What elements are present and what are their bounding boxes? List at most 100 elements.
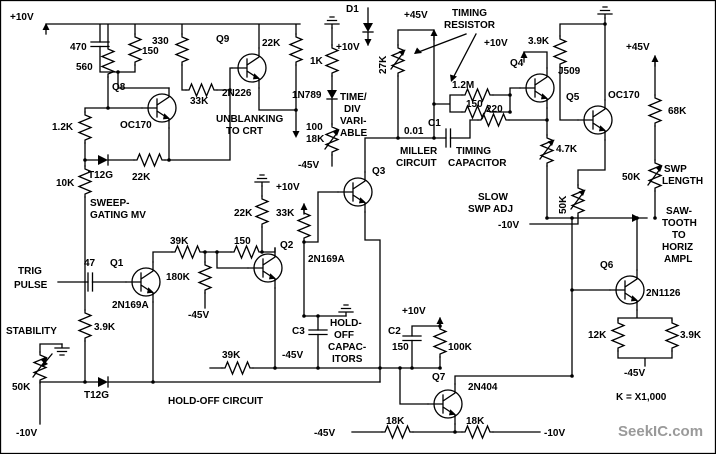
capacitor-47-icon — [87, 272, 94, 292]
label-holdoff-caps-4: ITORS — [332, 354, 363, 365]
label-r18k-a: 18K — [386, 416, 405, 427]
label-q6-part: 2N1126 — [646, 288, 681, 299]
label-holdoff-caps-3: CAPAC- — [328, 342, 366, 353]
ground-icon — [324, 16, 340, 29]
label-r150-top: 150 — [142, 46, 159, 57]
label-q1-part: 2N169A — [112, 300, 149, 311]
ground-icon — [254, 174, 270, 187]
label-slowswp-1: SLOW — [478, 192, 509, 203]
resistor-39k-q2-icon — [171, 245, 204, 259]
label-1n789: 1N789 — [292, 90, 322, 101]
label-r150-q2: 150 — [234, 236, 251, 247]
label-r39k-q2: 39K — [170, 236, 189, 247]
resistor-18k-a-icon — [381, 425, 414, 439]
resistor-3p9k-q1-icon — [78, 309, 92, 342]
label-c47: 47 — [84, 258, 96, 269]
timing-resistor-arrow-b-icon — [450, 74, 457, 82]
label-p45-top: +45V — [404, 10, 428, 21]
resistor-100k-icon — [433, 325, 447, 358]
ground-icon — [54, 343, 70, 356]
label-m10-q7: -10V — [544, 428, 565, 439]
label-q5-part: OC170 — [608, 90, 640, 101]
label-r12k: 12K — [588, 330, 607, 341]
label-timing-cap-2: CAPACITOR — [448, 158, 507, 169]
label-r1k: 1K — [310, 56, 324, 67]
label-sawtooth-1: SAW- — [666, 206, 692, 217]
label-m10-stability: -10V — [16, 428, 37, 439]
transistor-q7-icon — [427, 383, 463, 425]
label-q9-ref: Q9 — [216, 34, 230, 45]
label-r560: 560 — [76, 62, 93, 73]
label-sweep-gating-2: GATING MV — [90, 210, 146, 221]
label-r100k: 100K — [448, 342, 473, 353]
label-miller-1: MILLER — [400, 146, 438, 157]
ground-icon — [597, 6, 613, 19]
label-r68k: 68K — [668, 106, 687, 117]
label-p45-right: +45V — [626, 42, 650, 53]
label-r3p9k-q6: 3.9K — [680, 330, 702, 341]
junction-dots — [83, 22, 657, 434]
transistor-q9-icon — [231, 47, 267, 89]
label-m45-q7: -45V — [314, 428, 335, 439]
label-r33k-q9: 33K — [190, 96, 209, 107]
label-r50k-length: 50K — [622, 172, 641, 183]
label-timing-resistor-2: RESISTOR — [444, 20, 496, 31]
label-p10-q4: +10V — [484, 38, 508, 49]
label-r33k-q2: 33K — [276, 208, 295, 219]
label-t12g-bottom: T12G — [84, 390, 109, 401]
label-stability: STABILITY — [6, 326, 57, 337]
label-sawtooth-5: AMPL — [664, 254, 692, 265]
resistor-22k-q9-icon — [289, 33, 303, 66]
label-r100: 100 — [306, 122, 323, 133]
label-r220: 220 — [486, 104, 503, 115]
label-q3-ref: Q3 — [372, 166, 386, 177]
label-slowswp-2: SWP ADJ — [468, 204, 513, 215]
label-timediv-3: VARI- — [340, 116, 366, 127]
labels: +10V +10V +10V +10V +10V +45V +45V -45V … — [6, 4, 703, 439]
label-r180k: 180K — [166, 272, 191, 283]
label-timing-resistor-1: TIMING — [452, 8, 487, 19]
diode-d1-icon — [362, 22, 374, 33]
label-q2-part: 2N169A — [308, 254, 345, 265]
label-unblanking-2: TO CRT — [226, 126, 263, 137]
label-sweep-gating-1: SWEEP- — [90, 198, 129, 209]
resistor-180k-icon — [198, 261, 212, 294]
label-swplength-2: LENGTH — [662, 176, 703, 187]
label-r1p2m: 1.2M — [452, 80, 474, 91]
resistor-220-icon — [477, 113, 510, 127]
timing-resistor-arrow-a-icon — [414, 47, 422, 54]
label-r3p9k-q1: 3.9K — [94, 322, 116, 333]
transistor-q4-icon — [519, 67, 555, 109]
label-c2-ref: C2 — [388, 326, 401, 337]
label-swplength-1: SWP — [664, 164, 687, 175]
label-sawtooth-2: TOOTH — [662, 218, 697, 229]
label-r22k-gate: 22K — [132, 172, 151, 183]
resistor-39k-holdoff-icon — [221, 361, 254, 375]
label-r3p9k-q4: 3.9K — [528, 36, 550, 47]
label-sawtooth-4: HORIZ — [662, 242, 693, 253]
resistor-1p2k-icon — [78, 111, 92, 144]
label-p10-c2: +10V — [402, 306, 426, 317]
label-p10-mid: +10V — [276, 182, 300, 193]
label-c2-value: 150 — [392, 342, 409, 353]
label-q4-part: J509 — [558, 66, 581, 77]
label-r27k: 27K — [378, 55, 389, 74]
label-r10k: 10K — [56, 178, 75, 189]
label-timediv-4: ABLE — [340, 128, 368, 139]
label-q6-ref: Q6 — [600, 260, 614, 271]
label-miller-2: CIRCUIT — [396, 158, 437, 169]
label-r470: 470 — [70, 42, 87, 53]
label-m45-q6: -45V — [624, 368, 645, 379]
resistor-150-top-icon — [128, 33, 142, 66]
label-m45-q1: -45V — [188, 310, 209, 321]
label-m45-holdoff: -45V — [282, 350, 303, 361]
label-c3-ref: C3 — [292, 326, 305, 337]
label-r22k-q9: 22K — [262, 38, 281, 49]
label-r50k-slow: 50K — [558, 195, 569, 214]
label-t12g-top: T12G — [88, 170, 113, 181]
resistor-68k-icon — [648, 94, 662, 127]
label-q2-ref: Q2 — [280, 240, 294, 251]
label-holdoff-caps-2: OFF — [334, 330, 354, 341]
diode-t12g-bottom-icon — [97, 376, 109, 388]
label-r330: 330 — [152, 36, 169, 47]
